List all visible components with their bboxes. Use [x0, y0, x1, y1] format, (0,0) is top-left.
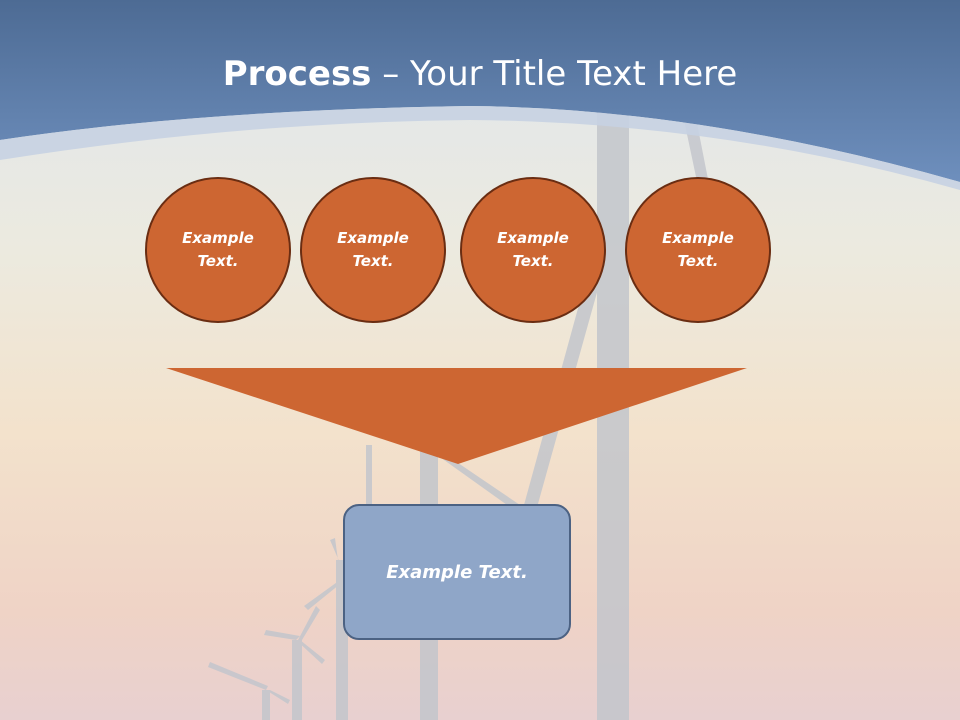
step-4-line2: Text. [677, 252, 719, 270]
step-3-line2: Text. [512, 252, 554, 270]
step-3-line1: Example [497, 229, 569, 247]
step-2-line1: Example [337, 229, 409, 247]
title-rest: – Your Title Text Here [371, 54, 738, 94]
result-box: Example Text. [343, 504, 571, 640]
step-1-line2: Text. [197, 252, 239, 270]
slide-title: Process – Your Title Text Here [0, 52, 960, 96]
title-bold: Process [222, 54, 372, 94]
step-4-line1: Example [662, 229, 734, 247]
header-arc [0, 106, 960, 190]
step-1-line1: Example [182, 229, 254, 247]
step-2-line2: Text. [352, 252, 394, 270]
result-label: Example Text. [386, 561, 528, 583]
header-band [0, 0, 960, 182]
